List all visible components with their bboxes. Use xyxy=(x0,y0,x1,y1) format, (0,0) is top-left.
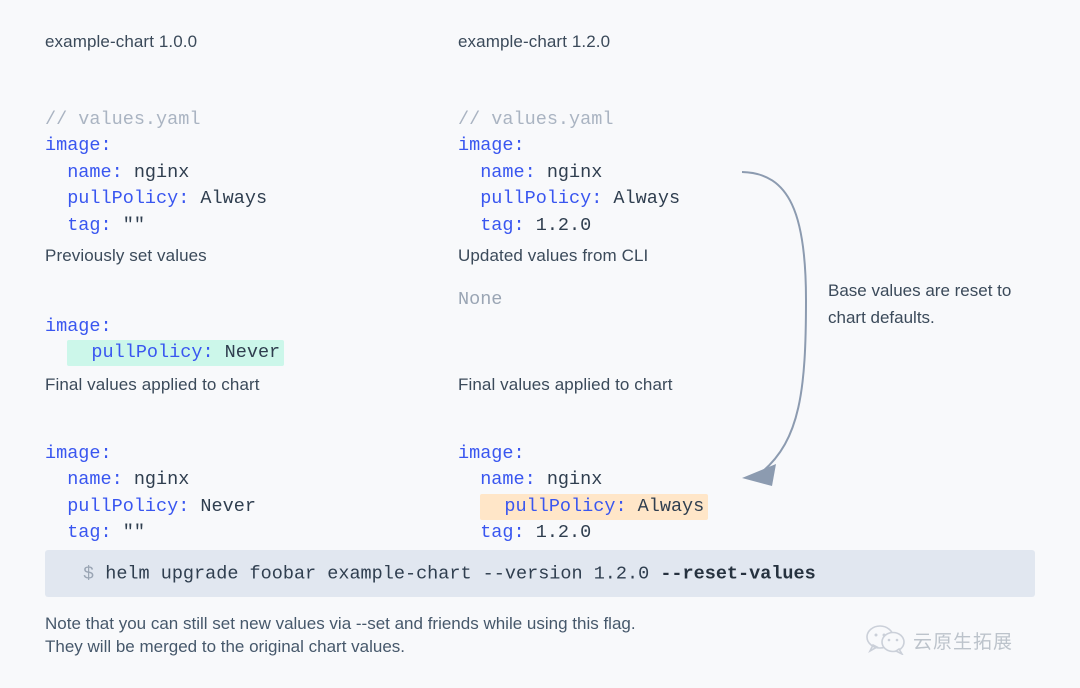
command-flag-reset-values: --reset-values xyxy=(660,563,816,584)
command-bar[interactable]: $ helm upgrade foobar example-chart --ve… xyxy=(45,550,1035,597)
yaml-key: tag: xyxy=(458,214,525,236)
left-initial-values-block: // values.yaml image: name: nginx pullPo… xyxy=(45,80,267,239)
right-subtitle-final-values: Final values applied to chart xyxy=(458,375,673,394)
command-text: helm upgrade foobar example-chart --vers… xyxy=(105,563,661,584)
arrow-curve-path xyxy=(741,171,808,473)
footer-note: Note that you can still set new values v… xyxy=(45,612,636,658)
yaml-value: nginx xyxy=(122,469,190,490)
right-column-title: example-chart 1.2.0 xyxy=(458,32,611,51)
yaml-value: Always xyxy=(602,188,681,209)
left-column-title: example-chart 1.0.0 xyxy=(45,32,198,51)
right-initial-values-block: // values.yaml image: name: nginx pullPo… xyxy=(458,80,680,239)
yaml-key: name: xyxy=(458,161,536,183)
yaml-key: image: xyxy=(45,135,112,156)
yaml-key: pullPolicy: xyxy=(69,342,214,363)
yaml-key: pullPolicy: xyxy=(45,188,190,209)
yaml-value: Never xyxy=(189,495,256,517)
yaml-value: 1.2.0 xyxy=(524,214,592,236)
yaml-key: tag: xyxy=(45,522,112,543)
wechat-icon xyxy=(866,625,905,655)
yaml-key: image: xyxy=(458,442,525,464)
command-line: $ helm upgrade foobar example-chart --ve… xyxy=(83,563,816,584)
annotation-text: Base values are reset to chart defaults. xyxy=(828,281,1012,327)
yaml-key: name: xyxy=(45,161,123,183)
shell-prompt-symbol: $ xyxy=(83,563,95,584)
yaml-value: "" xyxy=(111,214,145,236)
arrow-head xyxy=(742,464,776,486)
yaml-value: 1.2.0 xyxy=(524,522,592,543)
yaml-value: nginx xyxy=(122,161,190,183)
left-previous-values-block: image: pullPolicy: Never xyxy=(45,287,285,367)
right-final-values-block: image: name: nginx pullPolicy: Always ta… xyxy=(458,414,709,547)
yaml-key: tag: xyxy=(45,214,112,236)
yaml-key: image: xyxy=(45,315,112,337)
left-subtitle-final-values: Final values applied to chart xyxy=(45,375,260,394)
right-initial-comment: // values.yaml xyxy=(458,108,614,130)
yaml-key: pullPolicy: xyxy=(45,495,190,517)
watermark: 云原生拓展 xyxy=(866,625,1013,655)
yaml-key: name: xyxy=(45,469,123,490)
yaml-value: nginx xyxy=(535,161,603,183)
yaml-value: Always xyxy=(626,495,705,517)
left-subtitle-previously-set: Previously set values xyxy=(45,246,207,265)
footer-note-line-1: Note that you can still set new values v… xyxy=(45,614,636,633)
yaml-key: tag: xyxy=(458,522,525,543)
yaml-line-highlighted-peach: pullPolicy: Always xyxy=(458,493,709,520)
yaml-value: nginx xyxy=(535,469,603,490)
yaml-line-highlighted-mint: pullPolicy: Never xyxy=(45,340,285,366)
yaml-key: image: xyxy=(458,135,525,156)
left-final-values-block: image: name: nginx pullPolicy: Never tag… xyxy=(45,414,256,547)
watermark-text: 云原生拓展 xyxy=(913,630,1014,653)
yaml-key: pullPolicy: xyxy=(482,495,627,517)
yaml-value: "" xyxy=(111,522,145,543)
yaml-key: name: xyxy=(458,469,536,490)
yaml-key: pullPolicy: xyxy=(458,188,603,209)
right-subtitle-updated-from-cli: Updated values from CLI xyxy=(458,246,649,265)
right-updated-values-none: None xyxy=(458,289,503,310)
left-initial-comment: // values.yaml xyxy=(45,108,201,130)
yaml-value: Never xyxy=(213,342,281,363)
yaml-key: image: xyxy=(45,442,112,464)
yaml-value: Always xyxy=(189,188,268,209)
footer-note-line-2: They will be merged to the original char… xyxy=(45,637,406,656)
